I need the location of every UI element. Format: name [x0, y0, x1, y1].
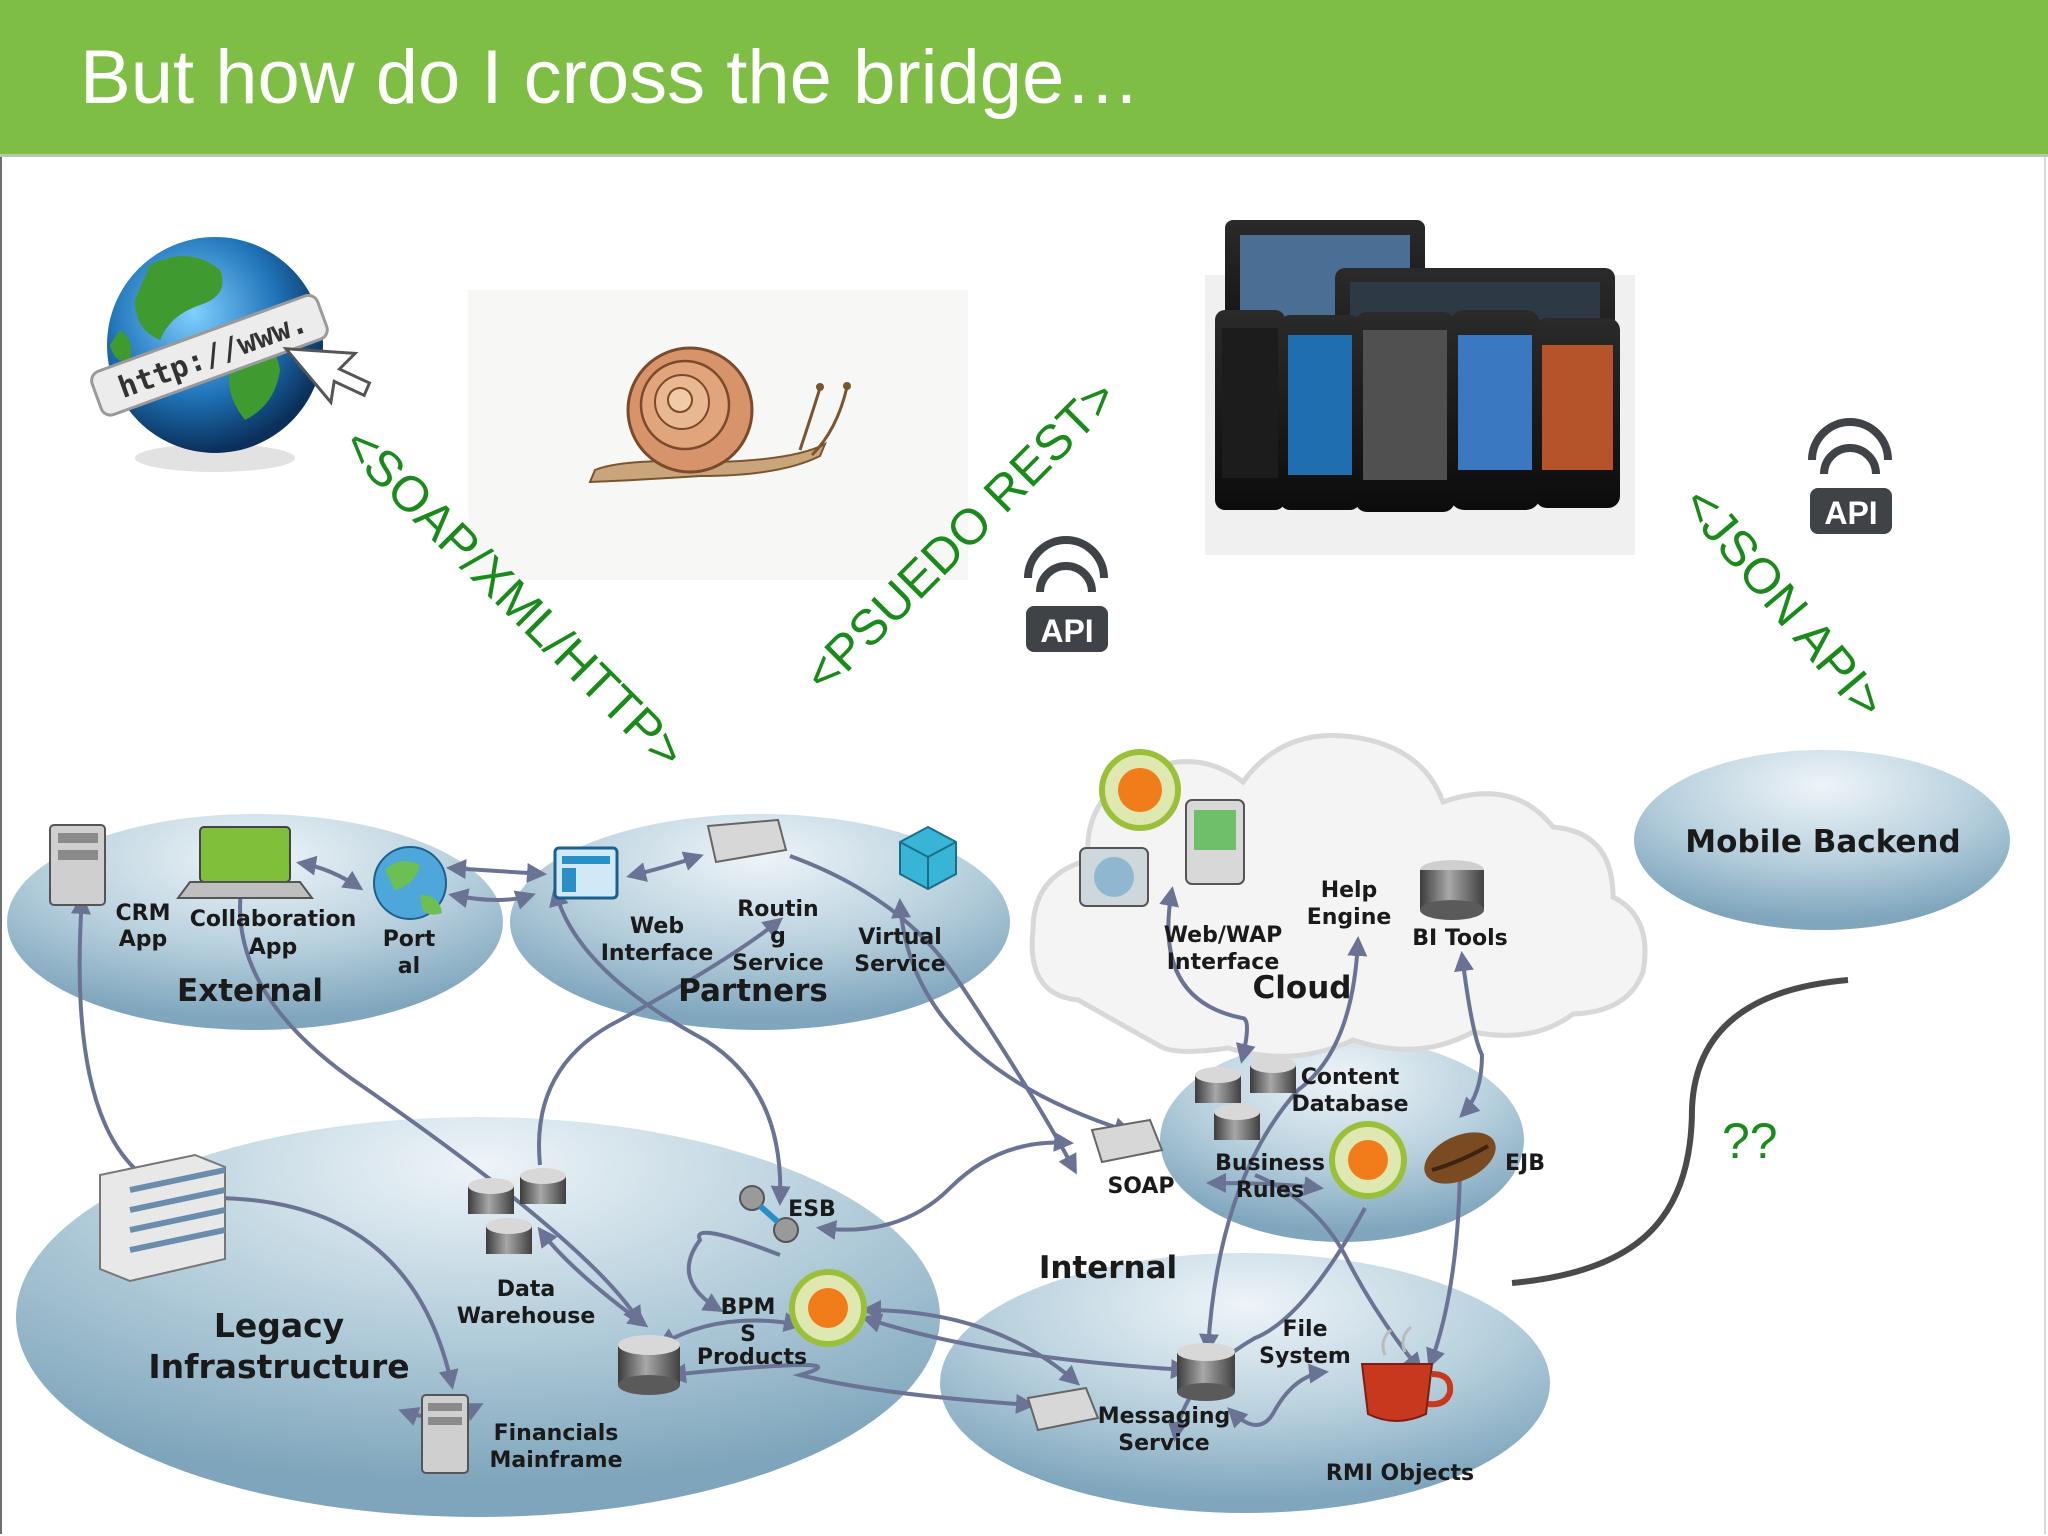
web-interface-label-2: Interface	[601, 941, 714, 966]
legacy-database-icon	[618, 1335, 680, 1395]
soap-label: SOAP	[1107, 1174, 1174, 1199]
financials-mainframe-label-1: Financials	[494, 1421, 619, 1446]
bpm-products-label-1: BPM	[721, 1295, 776, 1320]
collaboration-app-label-2: App	[249, 935, 298, 960]
rmi-coffee-cup-icon	[1360, 1325, 1454, 1422]
routing-service-label-1: Routin	[737, 897, 818, 922]
globe-icon: http://www.	[90, 237, 372, 472]
cloud-monitor-icon	[1079, 847, 1149, 907]
snail-icon	[468, 290, 968, 580]
portal-label-2: al	[398, 954, 420, 979]
legacy-zone-label-1: Legacy	[214, 1306, 344, 1345]
rmi-objects-label: RMI Objects	[1326, 1461, 1474, 1486]
unknown-connection-label: ??	[1722, 1113, 1778, 1169]
ejb-label: EJB	[1505, 1151, 1545, 1176]
portal-label-1: Port	[383, 927, 436, 952]
messaging-device-icon	[1026, 1386, 1100, 1432]
virtual-service-label-1: Virtual	[858, 925, 942, 950]
crm-server-icon	[49, 824, 106, 906]
bpm-products-label-3: Products	[697, 1345, 807, 1370]
title-bar: But how do I cross the bridge…	[0, 0, 2048, 157]
wap-interface-label-2: Interface	[1167, 950, 1280, 975]
collaboration-laptop-icon	[176, 826, 314, 899]
messaging-service-label-1: Messaging	[1098, 1404, 1231, 1429]
crm-app-label-2: App	[119, 927, 168, 952]
crm-app-label-1: CRM	[116, 901, 171, 926]
portal-globe-icon	[373, 846, 447, 920]
content-database-icon	[1195, 1057, 1296, 1140]
financials-mainframe-label-2: Mainframe	[489, 1448, 622, 1473]
content-database-label-2: Database	[1291, 1092, 1408, 1117]
slide-title: But how do I cross the bridge…	[80, 35, 1141, 120]
connection-arrows	[70, 851, 1485, 1442]
mobile-devices-image	[1205, 220, 1635, 555]
routing-service-label-3: Service	[732, 951, 823, 976]
internal-zone-label: Internal	[1039, 1250, 1177, 1286]
web-interface-window-icon	[553, 846, 619, 900]
soap-device-icon	[1090, 1118, 1164, 1164]
api-badge-left-label: API	[1040, 613, 1093, 649]
file-system-database-icon	[1177, 1343, 1235, 1401]
bpm-orb-icon	[789, 1269, 867, 1347]
api-badge-right: API	[1808, 418, 1892, 534]
cloud-zone-label: Cloud	[1253, 970, 1352, 1006]
legacy-zone-label-2: Infrastructure	[148, 1347, 409, 1386]
api-badge-left: API	[1024, 536, 1108, 652]
slide-frame	[0, 157, 2046, 1534]
web-interface-label-1: Web	[630, 914, 684, 939]
bpm-products-label-2: S	[740, 1322, 756, 1347]
mobile-backend-zone	[1634, 750, 2010, 930]
external-zone-label: External	[177, 973, 323, 1009]
financials-server-icon	[421, 1394, 469, 1474]
esb-connector-icon	[739, 1185, 799, 1243]
legacy-building-icon	[99, 1153, 226, 1283]
file-system-label-2: System	[1259, 1344, 1351, 1369]
messaging-service-label-2: Service	[1118, 1431, 1209, 1456]
esb-label: ESB	[788, 1197, 836, 1222]
help-engine-label-2: Engine	[1307, 905, 1392, 930]
business-rules-orb-icon	[1329, 1121, 1407, 1199]
cloud-device-icon	[1185, 799, 1245, 885]
data-warehouse-label-2: Warehouse	[457, 1304, 596, 1329]
data-warehouse-database-icon	[468, 1168, 566, 1254]
wap-interface-label-1: Web/WAP	[1164, 923, 1283, 948]
virtual-service-label-2: Service	[854, 952, 945, 977]
business-rules-label-1: Business	[1215, 1151, 1325, 1176]
bi-tools-label: BI Tools	[1412, 926, 1508, 951]
api-badge-right-label: API	[1824, 495, 1877, 531]
mobile-connection-curve	[1511, 977, 1849, 1286]
routing-service-label-2: g	[770, 924, 786, 949]
virtual-service-cube-icon	[899, 825, 957, 891]
bi-tools-database-icon	[1420, 860, 1484, 920]
routing-device-icon	[706, 818, 788, 864]
help-engine-label-1: Help	[1321, 878, 1378, 903]
partners-zone-label: Partners	[678, 973, 828, 1009]
collaboration-app-label-1: Collaboration	[190, 907, 357, 932]
mobile-backend-label: Mobile Backend	[1685, 824, 1960, 860]
content-database-label-1: Content	[1301, 1065, 1400, 1090]
ejb-bean-icon	[1424, 1132, 1496, 1184]
business-rules-label-2: Rules	[1236, 1178, 1304, 1203]
data-warehouse-label-1: Data	[497, 1277, 555, 1302]
cloud-service-orb-icon	[1099, 749, 1181, 831]
file-system-label-1: File	[1282, 1317, 1327, 1342]
